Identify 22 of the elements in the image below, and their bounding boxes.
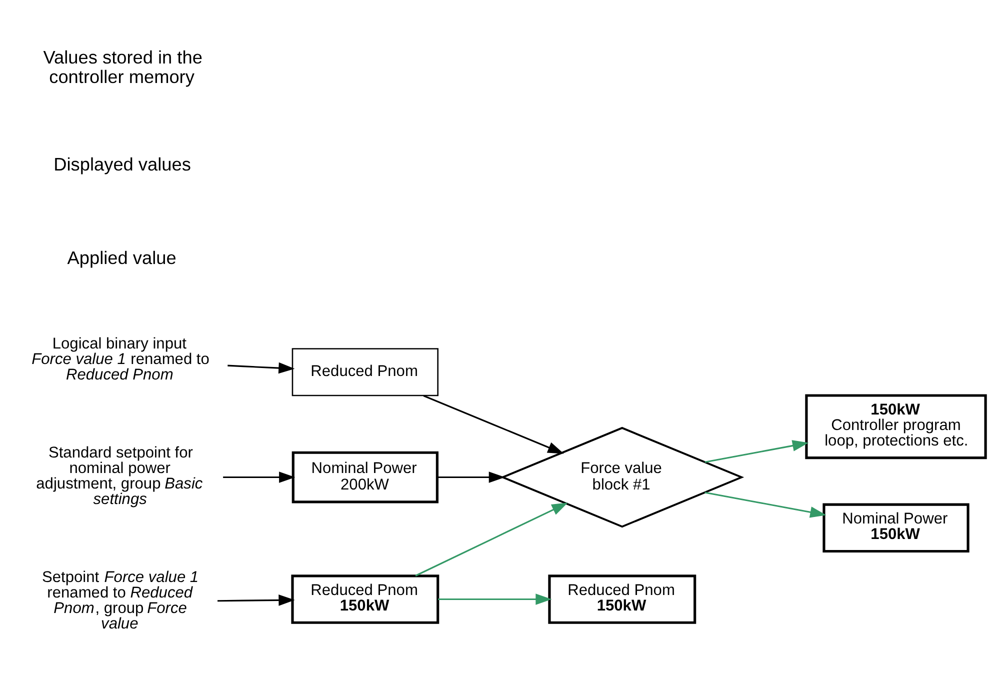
label: Displayed values xyxy=(54,154,191,175)
node-text: Setpoint Force value 1 renamed to Reduced Pnom, group Force value xyxy=(42,568,199,633)
node-text: Logical binary input Force value 1 renamed to Reduced Pnom xyxy=(32,335,210,384)
arrow xyxy=(223,472,296,483)
node-box: Reduced Pnom 150kW xyxy=(291,574,440,624)
arrow xyxy=(437,472,505,483)
arrow xyxy=(423,395,564,454)
arrow xyxy=(438,594,552,605)
arrow xyxy=(217,594,295,606)
arrow xyxy=(228,362,295,374)
label: Applied value xyxy=(67,248,176,268)
label: Values stored in the controller memory xyxy=(43,48,202,87)
node-box: Nominal Power 150kW xyxy=(822,503,970,553)
arrow xyxy=(704,440,809,463)
node-text: Standard setpoint for nominal power adjustment, group Basic settings xyxy=(36,444,203,508)
node-box: Reduced Pnom 150kW xyxy=(548,574,696,624)
node-box: Reduced Pnom xyxy=(292,348,438,396)
arrow xyxy=(415,502,568,576)
arrow xyxy=(704,492,826,518)
node-diamond: Force value block #1 xyxy=(500,426,744,528)
node-box: Nominal Power 200kW xyxy=(292,451,438,504)
node-box: 150kW Controller program loop, protections etc. xyxy=(805,394,987,460)
